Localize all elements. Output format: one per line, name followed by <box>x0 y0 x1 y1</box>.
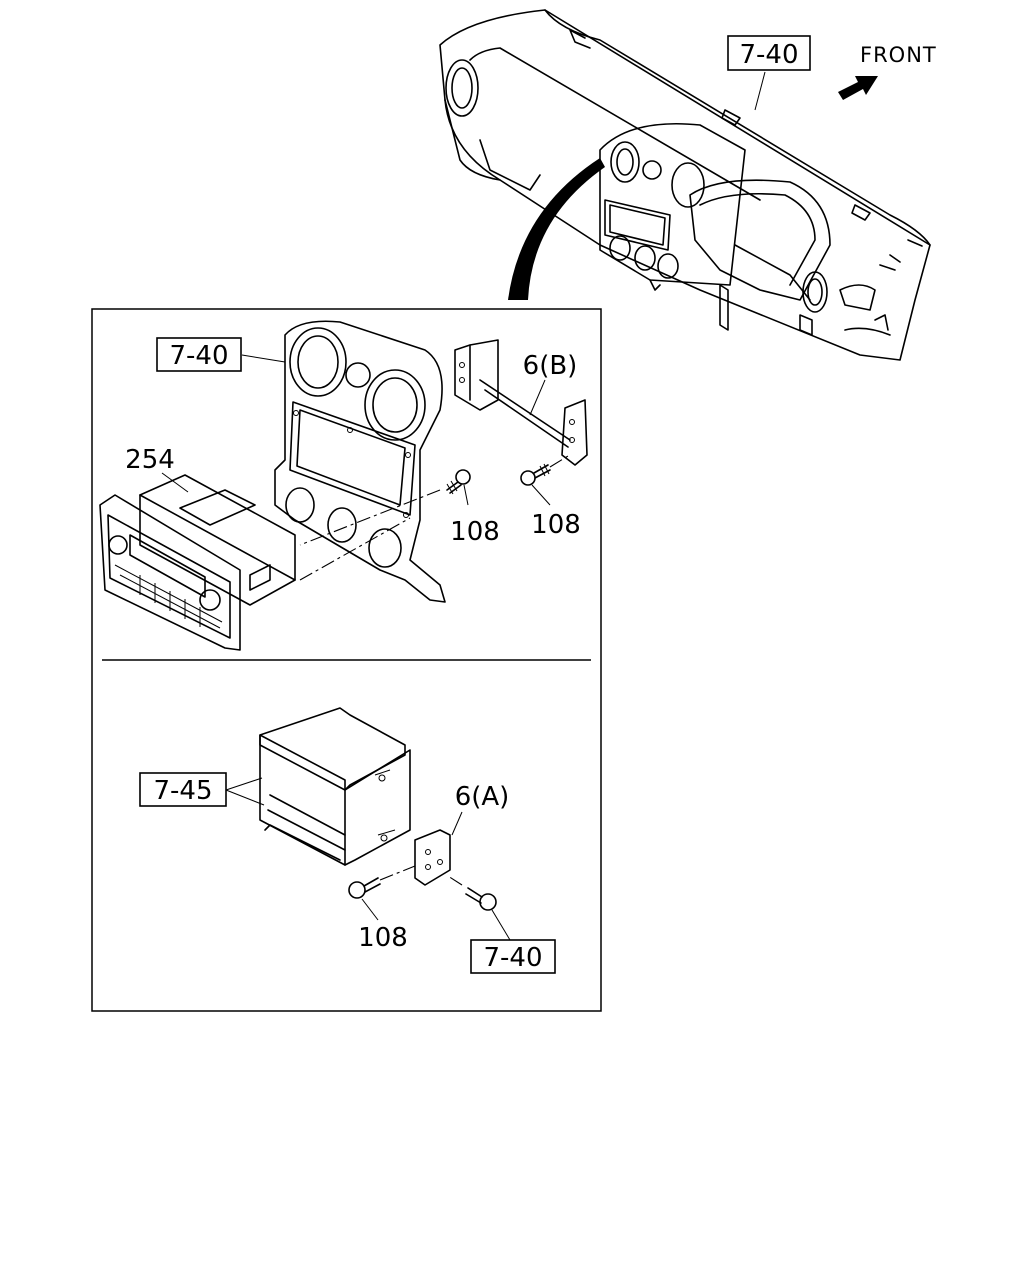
callout-dash-ref-text: 7-40 <box>739 40 798 70</box>
center-bezel <box>274 320 446 603</box>
clip-bottom <box>465 887 497 911</box>
callout-dash-ref[interactable]: 7-40 <box>727 35 811 71</box>
bracket-6a <box>414 829 451 886</box>
storage-pocket <box>259 707 411 866</box>
callout-bezel-ref-text: 7-40 <box>169 341 228 371</box>
callout-audio-unit[interactable]: 254 <box>125 445 175 475</box>
callout-bracket-a[interactable]: 6(A) <box>455 782 510 812</box>
callout-screw-bottom[interactable]: 108 <box>358 923 408 953</box>
callout-pocket-ref[interactable]: 7-45 <box>139 772 227 807</box>
callout-clip-ref[interactable]: 7-40 <box>470 939 556 974</box>
callout-screw-top-left[interactable]: 108 <box>450 517 500 547</box>
callout-bezel-ref[interactable]: 7-40 <box>156 337 242 372</box>
front-label: FRONT <box>860 43 937 67</box>
callout-clip-ref-text: 7-40 <box>483 943 542 973</box>
screw-top-left <box>446 469 471 495</box>
callout-screw-top-right[interactable]: 108 <box>531 510 581 540</box>
detail-frame <box>91 308 602 1012</box>
audio-unit <box>99 474 296 651</box>
front-orientation: FRONT <box>838 43 937 100</box>
bracket-6b <box>454 339 588 466</box>
dashboard-overview <box>439 9 931 361</box>
screw-top-right <box>520 463 551 486</box>
callout-bracket-b[interactable]: 6(B) <box>523 351 578 381</box>
screw-bottom-left <box>348 877 381 899</box>
front-direction-arrow-icon <box>838 76 878 100</box>
callout-pocket-ref-text: 7-45 <box>153 776 212 806</box>
detail-pointer-arrow <box>508 158 605 300</box>
